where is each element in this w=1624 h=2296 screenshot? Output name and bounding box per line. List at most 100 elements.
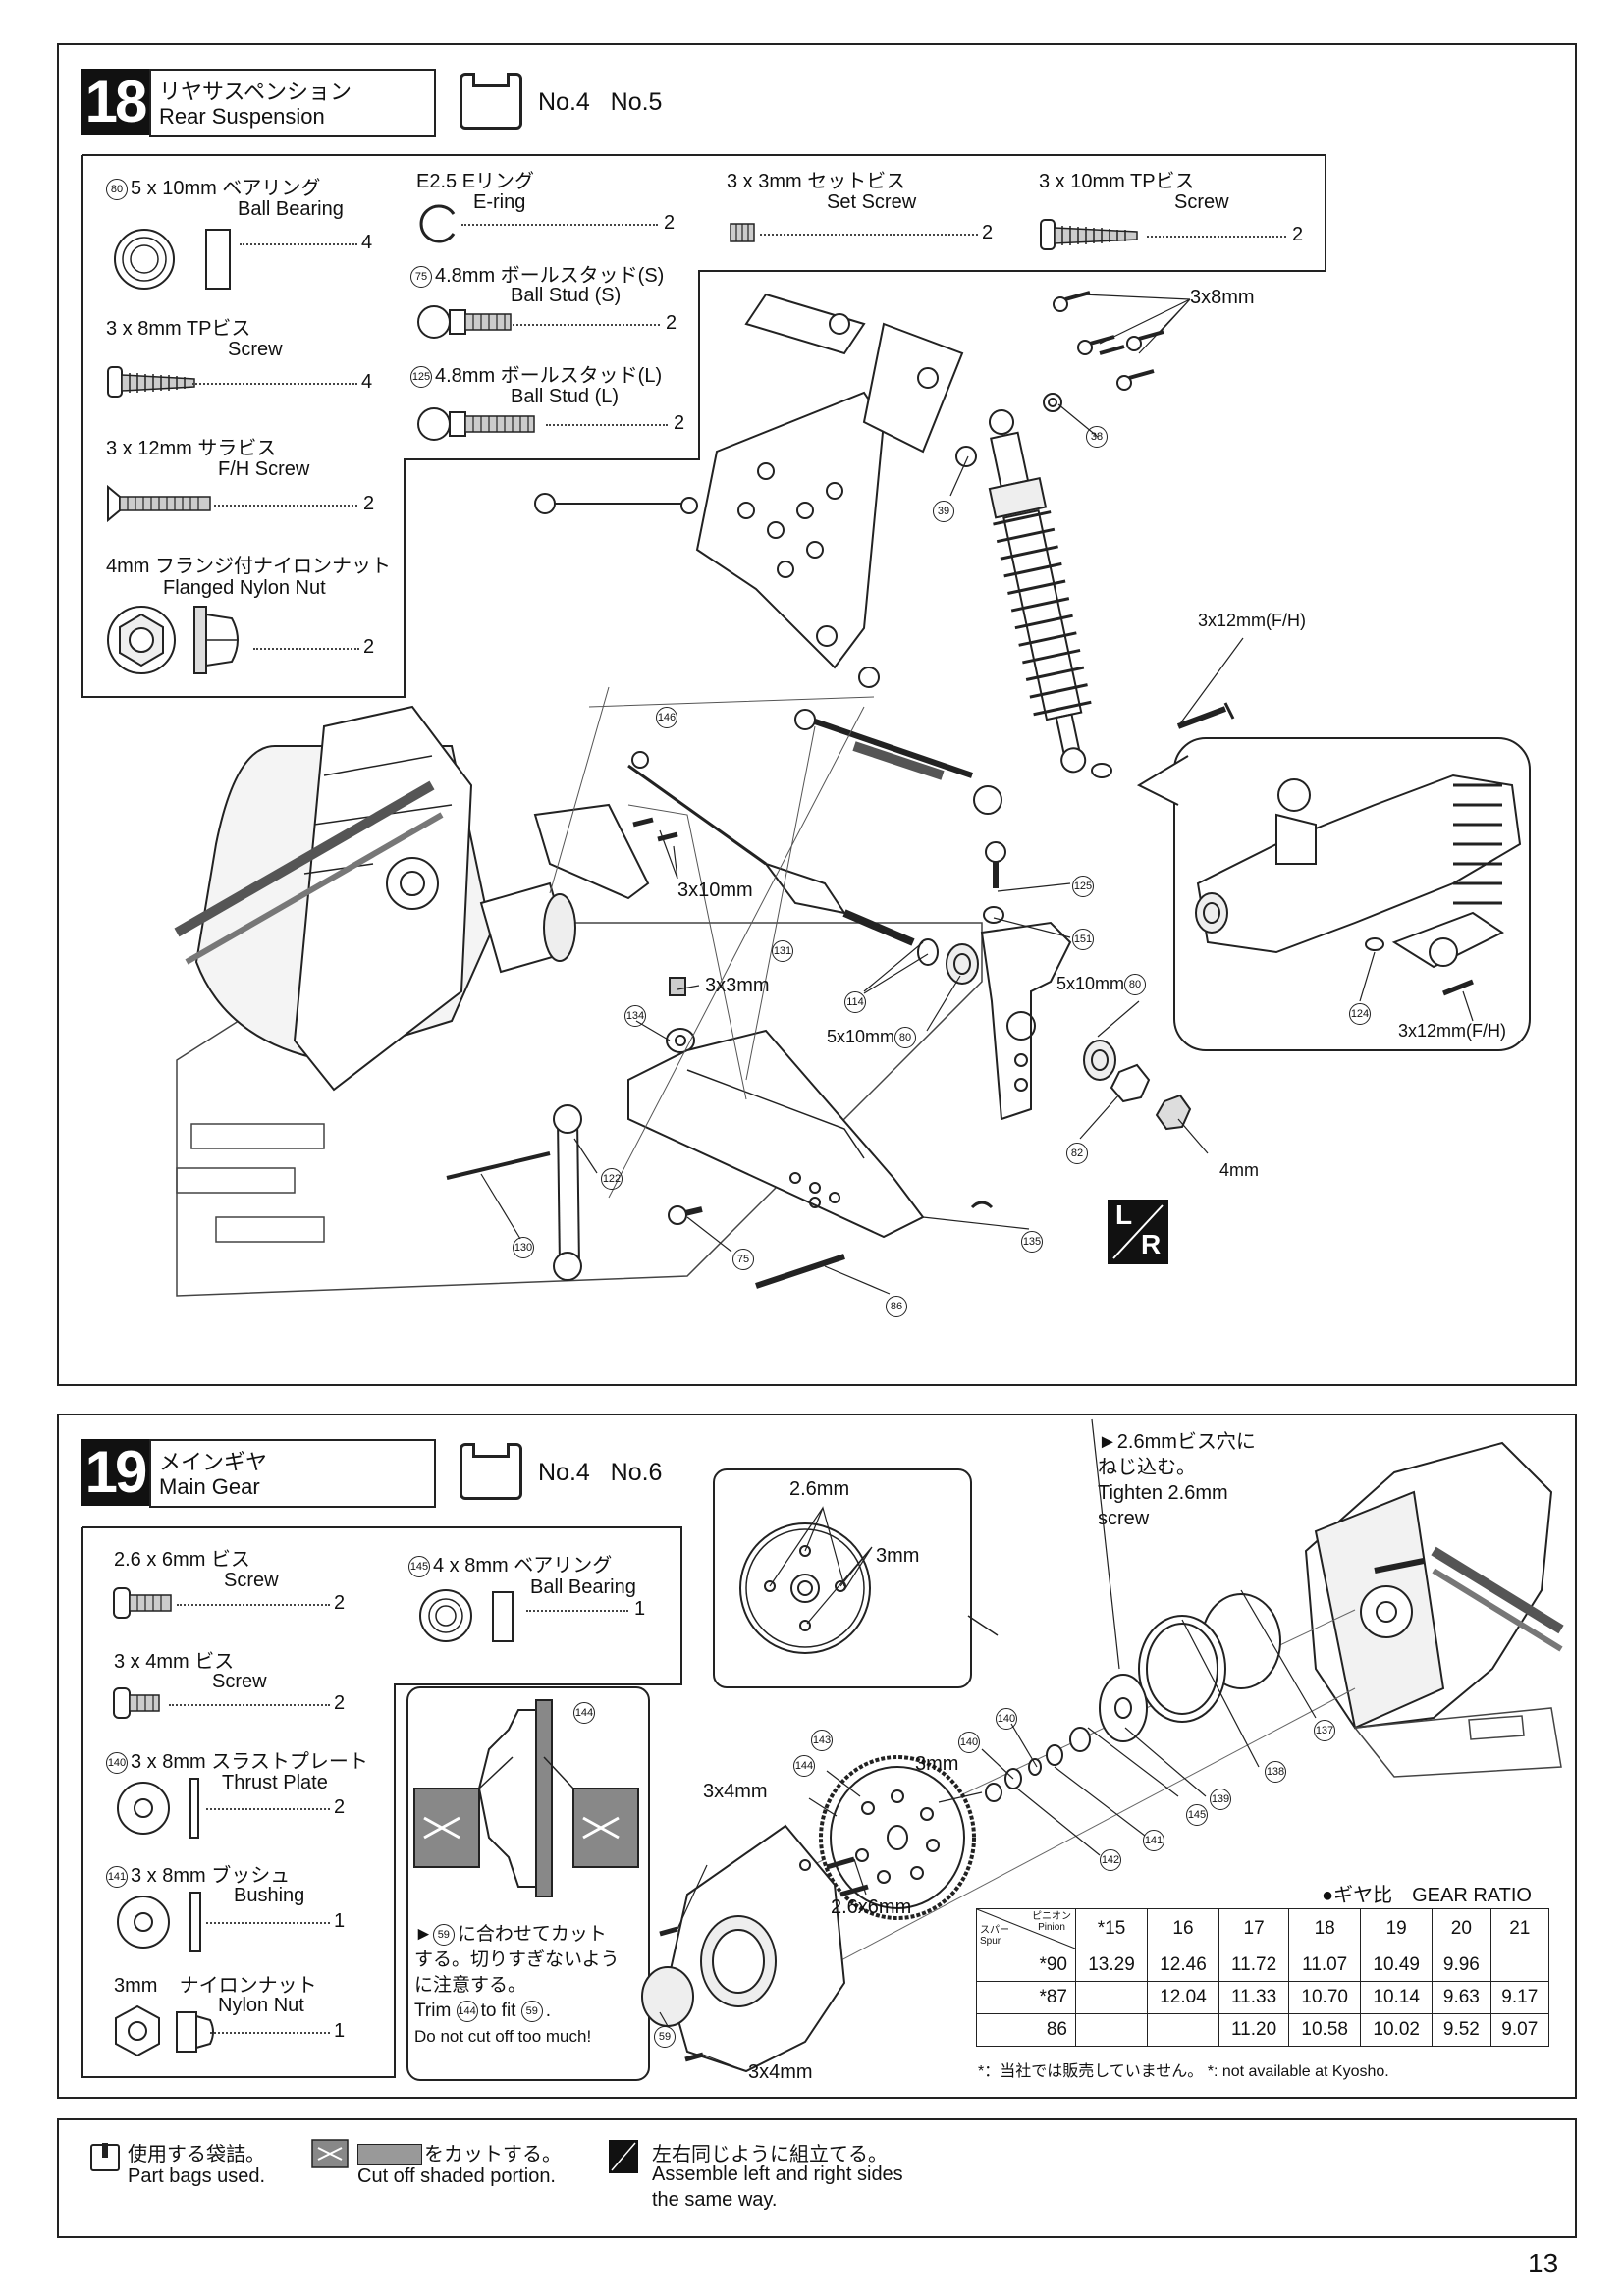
ratio-cell: 9.07	[1489, 2013, 1550, 2047]
qty-leader	[461, 224, 658, 226]
ratio-cell: 13.29	[1075, 1949, 1148, 1982]
qty-leader	[253, 648, 359, 650]
step-18-number: 18	[81, 69, 149, 135]
bushing-icon	[117, 1892, 201, 1952]
pinion-header: 18	[1288, 1908, 1362, 1949]
bag-icon	[460, 73, 522, 130]
spur-cell: *90	[976, 1949, 1076, 1982]
callout-ref: 140	[958, 1732, 983, 1754]
callout-ref: 75	[732, 1249, 757, 1271]
callout-ref: 38	[1086, 426, 1110, 449]
trim-ref: 144	[573, 1702, 598, 1725]
part-label-jp: 3 x 12mm サラビス	[106, 438, 277, 459]
part-label-en: Set Screw	[827, 191, 917, 213]
callout-label: 3x3mm	[705, 975, 770, 996]
pinion-header: 20	[1432, 1908, 1491, 1949]
lr-symbol-r: R	[1141, 1229, 1162, 1259]
callout-ref: 146	[656, 707, 680, 729]
step-18-title-box: リヤサスペンション Rear Suspension	[149, 69, 436, 137]
legend-cut-jp: をカットする。	[424, 2144, 562, 2165]
ratio-cell: 9.17	[1489, 1981, 1550, 2014]
left-right-symbol	[609, 2140, 638, 2173]
part-label-en: Screw	[228, 339, 283, 360]
set-screw-icon	[730, 223, 755, 242]
part-qty: 4	[361, 232, 373, 253]
bag-icon	[90, 2143, 120, 2171]
e-ring-icon	[419, 204, 456, 243]
part-label-jp: 3 x 8mm TPビス	[106, 318, 251, 340]
part-label-jp: 4mm フランジ付ナイロンナット	[106, 556, 391, 577]
callout-ref: 137	[1314, 1720, 1338, 1742]
gear-ratio-title: ●ギヤ比 GEAR RATIO	[1322, 1885, 1532, 1906]
callout-label: 3x4mm	[748, 2061, 813, 2083]
part-label-jp: 3 x 10mm TPビス	[1039, 171, 1195, 192]
qty-leader	[526, 1610, 628, 1612]
part-ref-circle: 140	[106, 1751, 128, 1774]
callout-label: 3x4mm	[703, 1781, 768, 1802]
part-label-en: Screw	[224, 1570, 279, 1591]
part-label-en: Ball Bearing	[238, 198, 344, 220]
part-qty: 1	[334, 1910, 346, 1932]
table-row: 86 11.20 10.58 10.02 9.52 9.07	[976, 2013, 1550, 2047]
step-18-title-en: Rear Suspension	[159, 104, 325, 129]
step-18-parts-box	[81, 154, 1326, 698]
ratio-cell	[1075, 2013, 1148, 2047]
spur-cell: 86	[976, 2013, 1076, 2047]
callout-ref: 138	[1265, 1761, 1289, 1784]
qty-leader	[192, 383, 357, 385]
qty-leader	[1147, 236, 1286, 238]
qty-leader	[206, 1922, 330, 1924]
callout-ref: 135	[1021, 1231, 1046, 1254]
qty-leader	[240, 243, 357, 245]
part-label-en: E-ring	[473, 191, 526, 213]
legend-lr-en-2: the same way.	[652, 2189, 778, 2211]
machine-screw-icon	[113, 1587, 172, 1619]
gear-ratio-table: ピニオン Pinion スパー Spur *15 16 17 18 19 20 …	[976, 1908, 1550, 2047]
callout-ref: 82	[1066, 1143, 1091, 1165]
part-label-jp: 3mm ナイロンナット	[114, 1975, 317, 1997]
legend-lr-jp: 左右同じように組立てる。	[652, 2144, 888, 2165]
gear-ratio-footnote: *：当社では販売していません。 *: not available at Kyos…	[978, 2063, 1389, 2080]
qty-leader	[760, 234, 978, 236]
ratio-cell: 10.58	[1288, 2013, 1362, 2047]
ratio-cell	[1075, 1981, 1148, 2014]
ratio-cell: 11.33	[1218, 1981, 1290, 2014]
pinion-header: 19	[1360, 1908, 1434, 1949]
ratio-cell: 9.63	[1432, 1981, 1491, 2014]
part-qty: 1	[634, 1598, 646, 1620]
qty-leader	[177, 1604, 330, 1606]
part-label-en: F/H Screw	[218, 458, 310, 480]
part-label-en: Thrust Plate	[222, 1772, 328, 1793]
ratio-cell: 11.20	[1218, 2013, 1290, 2047]
part-qty: 2	[334, 1592, 346, 1614]
lr-symbol-l: L	[1115, 1200, 1133, 1230]
part-label-en: Nylon Nut	[218, 1995, 304, 2016]
header-pinion: ピニオン Pinion	[1032, 1911, 1071, 1933]
gear-ratio-header-row: ピニオン Pinion スパー Spur *15 16 17 18 19 20 …	[976, 1908, 1550, 1949]
callout-ref: 144	[793, 1755, 818, 1778]
part-label-en: Bushing	[234, 1885, 305, 1906]
part-label-en: Ball Bearing	[530, 1576, 636, 1598]
qty-leader	[210, 2032, 330, 2034]
qty-leader	[206, 1808, 330, 1810]
qty-leader	[513, 324, 660, 326]
bag-icon	[460, 1443, 522, 1500]
callout-ref: 59	[654, 2026, 678, 2049]
ratio-cell: 10.49	[1360, 1949, 1434, 1982]
part-label-jp: 3 x 3mm セットビス	[727, 171, 906, 192]
callout-label: 2.6x6mm	[831, 1896, 912, 1918]
detail-label: 3mm	[876, 1545, 920, 1567]
page-number: 13	[1528, 2248, 1559, 2278]
flanged-nylon-nut-icon	[107, 606, 239, 674]
ratio-cell	[1147, 2013, 1219, 2047]
trim-diagram	[413, 1699, 639, 1897]
table-row: *87 12.04 11.33 10.70 10.14 9.63 9.17	[976, 1981, 1550, 2014]
part-label-en: Screw	[1174, 191, 1229, 213]
tp-screw-icon	[107, 366, 195, 398]
callout-ref: 130	[513, 1237, 537, 1259]
callout-label: 3x12mm(F/H)	[1198, 611, 1307, 630]
callout-ref: 86	[886, 1296, 910, 1318]
